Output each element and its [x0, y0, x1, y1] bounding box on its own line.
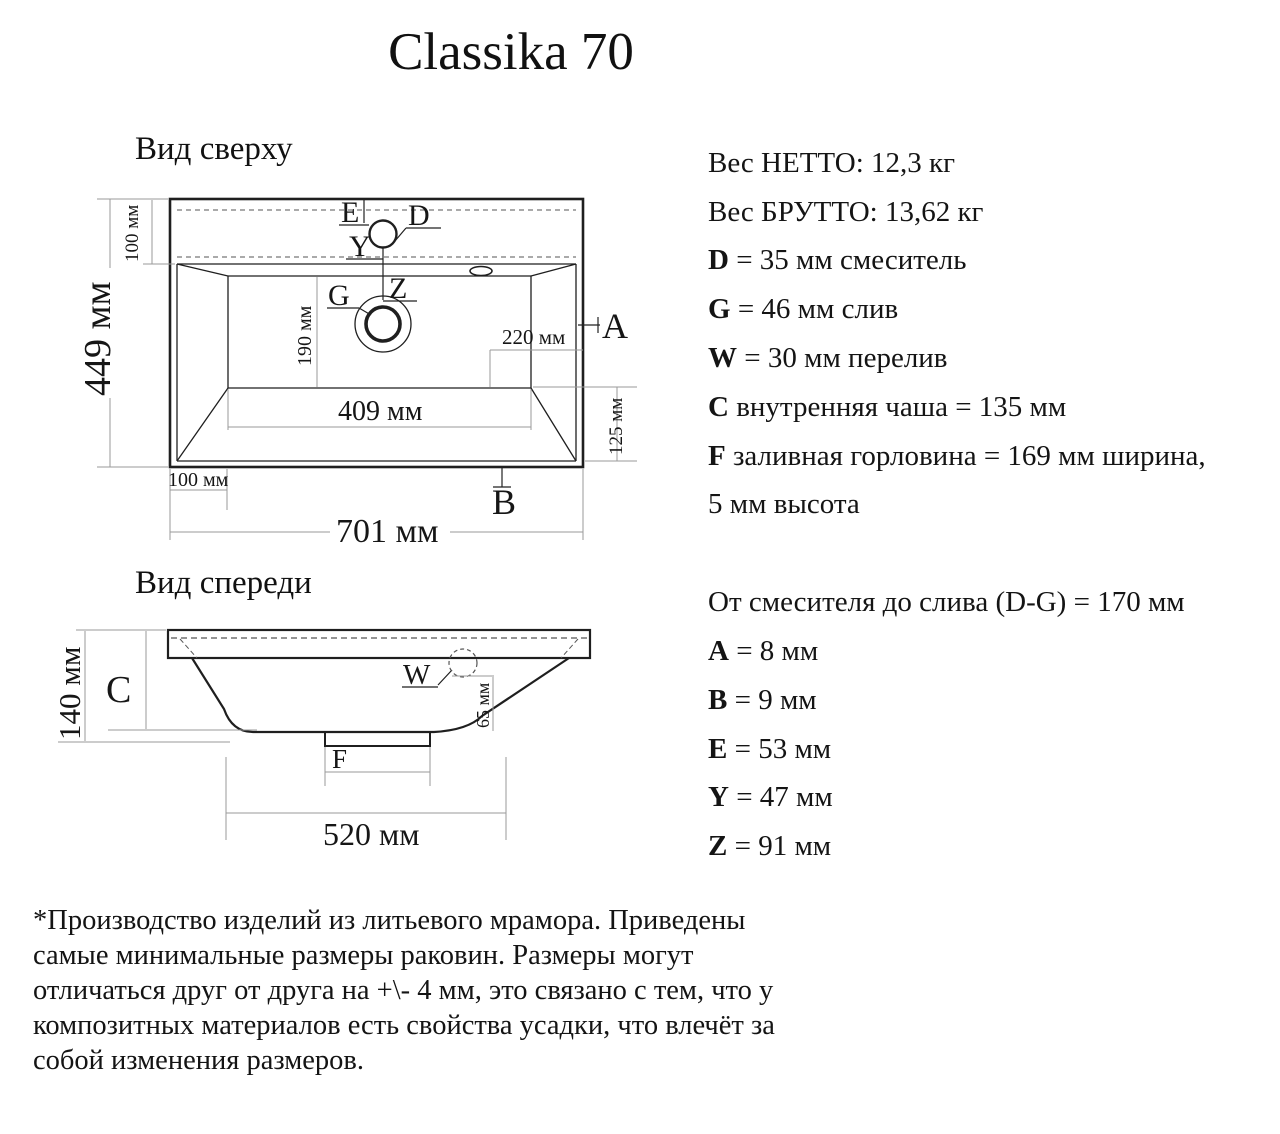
top-view-heading: Вид сверху	[135, 131, 293, 167]
footnote-line: отличаться друг от друга на +\- 4 мм, эт…	[33, 975, 774, 1006]
spec-f-neck: F заливная горловина = 169 мм ширина,	[708, 439, 1206, 472]
dim-409-label: 409 мм	[338, 396, 423, 427]
point-label-y: Y	[349, 230, 371, 263]
point-label-f: F	[332, 744, 347, 774]
spec-w-overflow: W = 30 мм перелив	[708, 342, 948, 375]
footnote-line: самые минимальные размеры раковин. Разме…	[33, 940, 694, 971]
point-label-z: Z	[389, 272, 407, 305]
point-label-e: E	[341, 196, 359, 229]
front-view-drawing: C W F 140 мм 65 мм 520 мм	[52, 628, 592, 852]
spec-e: E = 53 мм	[708, 732, 832, 765]
top-view-dimension-lines	[97, 198, 637, 540]
spec-a: A = 8 мм	[708, 635, 819, 668]
dim-100-top-label: 100 мм	[122, 205, 143, 262]
spec-z: Z = 91 мм	[708, 830, 832, 863]
top-view-drawing: E D Y Z G A B 449 мм 100 мм 190 мм 220 м…	[77, 196, 637, 550]
top-view-leaders	[327, 199, 600, 488]
spec-c-bowl: C внутренняя чаша = 135 мм	[708, 390, 1067, 423]
footnote-line: собой изменения размеров.	[33, 1045, 364, 1076]
rim-profile	[166, 628, 592, 660]
dim-125-label: 125 мм	[606, 398, 627, 455]
specifications-list: Вес НЕТТО: 12,3 кг Вес БРУТТО: 13,62 кг …	[708, 139, 1268, 871]
drain-base	[324, 732, 431, 747]
top-view-labels: E D Y Z G A B 449 мм 100 мм 190 мм 220 м…	[77, 196, 628, 550]
spec-weight-net: Вес НЕТТО: 12,3 кг	[708, 146, 955, 179]
top-view-outline	[168, 197, 585, 469]
spec-f-neck-height: 5 мм высота	[708, 488, 860, 521]
footnote-line: композитных материалов есть свойства уса…	[33, 1010, 775, 1041]
point-label-a: A	[602, 306, 628, 346]
front-view-outline	[166, 628, 592, 747]
page-title: Classika 70	[388, 23, 634, 81]
basin-profile	[191, 657, 570, 734]
dim-65-label: 65 мм	[473, 683, 493, 728]
dim-220-label: 220 мм	[502, 325, 565, 349]
point-label-d: D	[408, 199, 430, 232]
overflow-slot	[469, 265, 493, 277]
spec-mixer-to-drain: От смесителя до слива (D-G) = 170 мм	[708, 586, 1185, 619]
spec-weight-gross: Вес БРУТТО: 13,62 кг	[708, 195, 984, 228]
dim-520-label: 520 мм	[323, 816, 420, 852]
dim-190-label: 190 мм	[294, 305, 316, 366]
dim-449-label: 449 мм	[77, 281, 119, 396]
point-label-g: G	[328, 279, 350, 312]
spec-d-mixer: D = 35 мм смеситель	[708, 244, 967, 277]
front-view-heading: Вид спереди	[135, 565, 312, 601]
dim-701-label: 701 мм	[336, 513, 439, 550]
drain-hole-inner	[364, 305, 402, 343]
front-view-labels: C W F 140 мм 65 мм 520 мм	[52, 647, 493, 852]
point-label-c: C	[106, 669, 131, 711]
point-label-w: W	[403, 659, 431, 691]
overflow-circle	[448, 648, 478, 678]
dim-100-bottom-label: 100 мм	[168, 469, 229, 491]
manufacturing-footnote: *Производство изделий из литьевого мрамо…	[33, 903, 793, 1078]
front-view-dimension-lines	[58, 629, 507, 840]
dim-140-label: 140 мм	[52, 647, 87, 740]
spec-y: Y = 47 мм	[708, 781, 833, 814]
spec-g-drain: G = 46 мм слив	[708, 293, 899, 326]
spec-b: B = 9 мм	[708, 683, 817, 716]
point-label-b: B	[492, 482, 516, 522]
faucet-hole	[368, 219, 398, 249]
footnote-line: *Производство изделий из литьевого мрамо…	[33, 905, 746, 936]
